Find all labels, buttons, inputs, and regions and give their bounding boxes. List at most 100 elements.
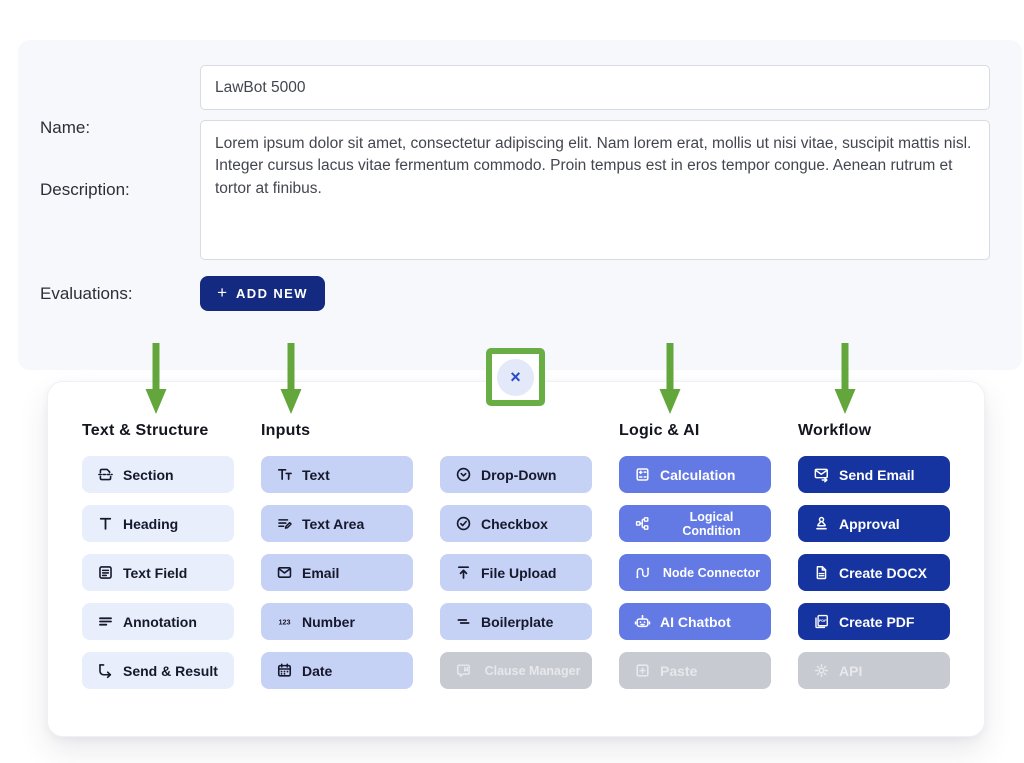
name-label: Name: [40, 118, 91, 137]
column-header-workflow: Workflow [798, 422, 872, 439]
palette-item-text[interactable]: Text [261, 456, 413, 493]
palette-column-inputs: Inputs Text Text Area [261, 422, 413, 701]
calculation-icon [633, 466, 651, 483]
palette-item-clause-manager: Clause Manager [440, 652, 592, 689]
palette-item-annotation[interactable]: Annotation [82, 603, 234, 640]
description-input[interactable]: Lorem ipsum dolor sit amet, consectetur … [200, 120, 990, 260]
palette-item-number[interactable]: 123 Number [261, 603, 413, 640]
column-header-inputs: Inputs [261, 422, 311, 439]
boilerplate-icon [454, 613, 472, 630]
close-palette-button[interactable]: × [486, 348, 545, 406]
clause-manager-icon [454, 662, 472, 679]
svg-text:PDF: PDF [818, 619, 826, 623]
details-panel: Name: Description: Lorem ipsum dolor sit… [18, 40, 1022, 370]
palette-column-logic-ai: Logic & AI Calculation [619, 422, 771, 701]
evaluations-label: Evaluations: [40, 284, 133, 303]
number-icon: 123 [275, 613, 293, 630]
text-area-icon [275, 515, 293, 532]
api-gear-icon [812, 662, 830, 679]
add-new-label: ADD NEW [236, 286, 308, 301]
palette-item-send-email[interactable]: Send Email [798, 456, 950, 493]
palette-item-approval[interactable]: Approval [798, 505, 950, 542]
palette-item-label: Approval [839, 515, 900, 532]
palette-item-create-docx[interactable]: Create DOCX [798, 554, 950, 591]
checkbox-icon [454, 515, 472, 532]
palette-item-label: Text Area [302, 515, 365, 532]
palette-item-label: Create PDF [839, 613, 915, 630]
tutorial-arrow-workflow [833, 343, 857, 415]
create-docx-icon [812, 564, 830, 581]
palette-item-label: Email [302, 564, 340, 581]
palette-item-label: Text [302, 466, 330, 483]
description-label: Description: [40, 180, 130, 199]
palette-item-label: Drop-Down [481, 466, 557, 483]
plus-icon: + [217, 282, 228, 302]
node-connector-icon [633, 564, 651, 581]
annotation-icon [96, 613, 114, 630]
palette-item-label: Clause Manager [484, 663, 581, 678]
palette-item-label: Paste [660, 662, 698, 679]
drop-down-icon [454, 466, 472, 483]
tutorial-arrow-inputs [279, 343, 303, 415]
palette-item-label: File Upload [481, 564, 557, 581]
column-header-text-structure: Text & Structure [82, 422, 209, 439]
palette-item-label: Send Email [839, 466, 915, 483]
tutorial-arrow-text-structure [144, 343, 168, 415]
palette-item-text-field[interactable]: Text Field [82, 554, 234, 591]
palette-item-label: Number [302, 613, 355, 630]
palette-item-api: API [798, 652, 950, 689]
palette-item-label: AI Chatbot [660, 613, 731, 630]
palette-item-label: Calculation [660, 466, 736, 483]
palette-item-boilerplate[interactable]: Boilerplate [440, 603, 592, 640]
column-header-empty [440, 422, 592, 442]
palette-item-label: Send & Result [123, 662, 218, 679]
logical-condition-icon [633, 515, 651, 532]
palette-item-label: Annotation [123, 613, 197, 630]
section-icon [96, 466, 114, 483]
svg-text:123: 123 [278, 617, 290, 626]
send-email-icon [812, 466, 830, 483]
palette-item-label: Text Field [123, 564, 188, 581]
palette-item-label: Date [302, 662, 333, 679]
email-icon [275, 564, 293, 581]
palette-item-logical-condition[interactable]: Logical Condition [619, 505, 771, 542]
palette-item-file-upload[interactable]: File Upload [440, 554, 592, 591]
palette-column-selection: Drop-Down Checkbox Fil [440, 422, 592, 701]
tutorial-arrow-logic-ai [658, 343, 682, 415]
create-pdf-icon: PDF [812, 613, 830, 630]
close-icon: × [497, 358, 534, 396]
palette-item-paste: Paste [619, 652, 771, 689]
palette-item-node-connector[interactable]: Node Connector [619, 554, 771, 591]
palette-item-label: Logical Condition [682, 509, 741, 538]
palette-item-checkbox[interactable]: Checkbox [440, 505, 592, 542]
send-result-icon [96, 662, 114, 679]
paste-icon [633, 662, 651, 679]
heading-icon [96, 515, 114, 532]
palette-item-email[interactable]: Email [261, 554, 413, 591]
palette-item-heading[interactable]: Heading [82, 505, 234, 542]
palette-item-send-result[interactable]: Send & Result [82, 652, 234, 689]
palette-item-calculation[interactable]: Calculation [619, 456, 771, 493]
date-icon [275, 662, 293, 679]
palette-item-section[interactable]: Section [82, 456, 234, 493]
palette-item-create-pdf[interactable]: PDF Create PDF [798, 603, 950, 640]
palette-column-text-structure: Text & Structure Section Head [82, 422, 234, 701]
palette-item-date[interactable]: Date [261, 652, 413, 689]
palette-item-ai-chatbot[interactable]: AI Chatbot [619, 603, 771, 640]
add-new-button[interactable]: + ADD NEW [200, 276, 325, 311]
palette-item-label: Section [123, 466, 174, 483]
palette-item-label: Node Connector [662, 565, 761, 580]
palette-item-drop-down[interactable]: Drop-Down [440, 456, 592, 493]
palette-column-workflow: Workflow Send Email [798, 422, 950, 701]
palette-item-text-area[interactable]: Text Area [261, 505, 413, 542]
palette-item-label: Checkbox [481, 515, 548, 532]
text-icon [275, 466, 293, 483]
palette-item-label: Heading [123, 515, 179, 532]
text-field-icon [96, 564, 114, 581]
approval-icon [812, 515, 830, 532]
component-palette: Text & Structure Section Head [47, 381, 985, 737]
name-input[interactable] [200, 65, 990, 110]
palette-item-label: Boilerplate [481, 613, 554, 630]
column-header-logic-ai: Logic & AI [619, 422, 700, 439]
